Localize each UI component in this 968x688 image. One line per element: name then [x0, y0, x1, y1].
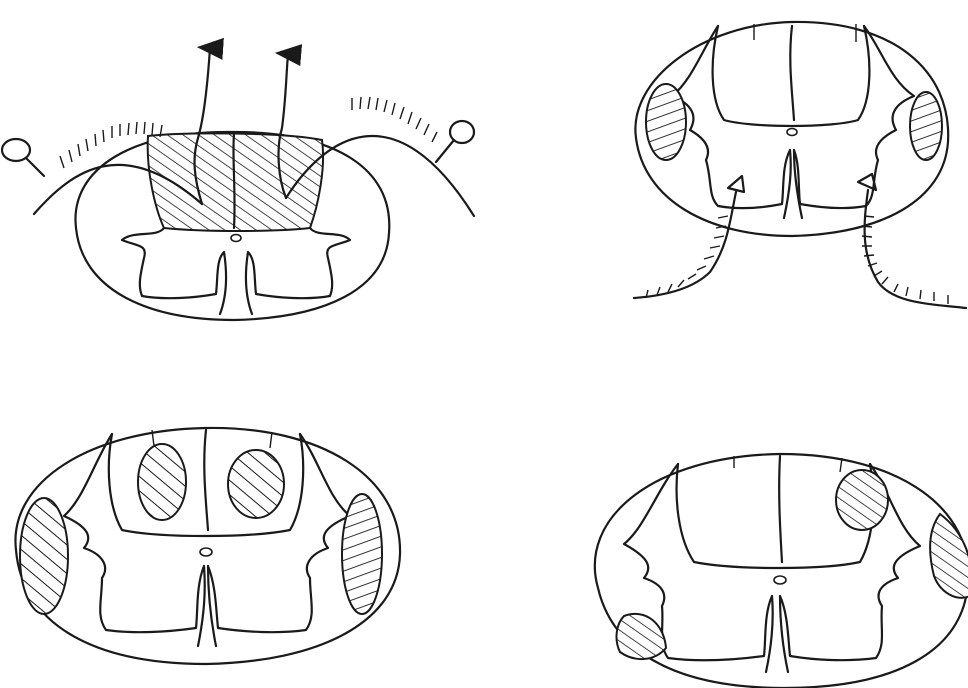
ganglion-icon — [2, 139, 44, 176]
lateral-column-lesion-left — [20, 498, 68, 614]
central-canal — [200, 548, 212, 556]
lateral-column-lesion-right — [930, 514, 968, 598]
posterior-median-septum — [233, 134, 234, 228]
ganglion-icon — [436, 121, 474, 162]
anterolateral-lesion-left — [617, 614, 666, 659]
panel-top-right — [634, 22, 966, 308]
central-canal — [774, 576, 786, 584]
gray-matter — [672, 26, 914, 218]
panel-top-left — [2, 48, 474, 320]
lateral-column-lesion-left — [646, 84, 686, 160]
dorsal-column-lesion-right — [836, 470, 888, 530]
anterior-horn-triangle-icon — [634, 176, 744, 298]
dorsal-column-lesion-right — [228, 450, 284, 518]
gray-matter — [64, 434, 350, 646]
panel-bottom-right — [595, 454, 968, 688]
lateral-column-lesion-right — [342, 494, 382, 614]
central-canal — [787, 129, 797, 136]
central-canal — [231, 235, 241, 242]
dorsal-column-lesion-left — [138, 444, 186, 520]
anterior-horn-triangle-icon — [858, 174, 966, 308]
lateral-column-lesion-right — [910, 92, 942, 160]
panel-bottom-left — [15, 428, 400, 664]
